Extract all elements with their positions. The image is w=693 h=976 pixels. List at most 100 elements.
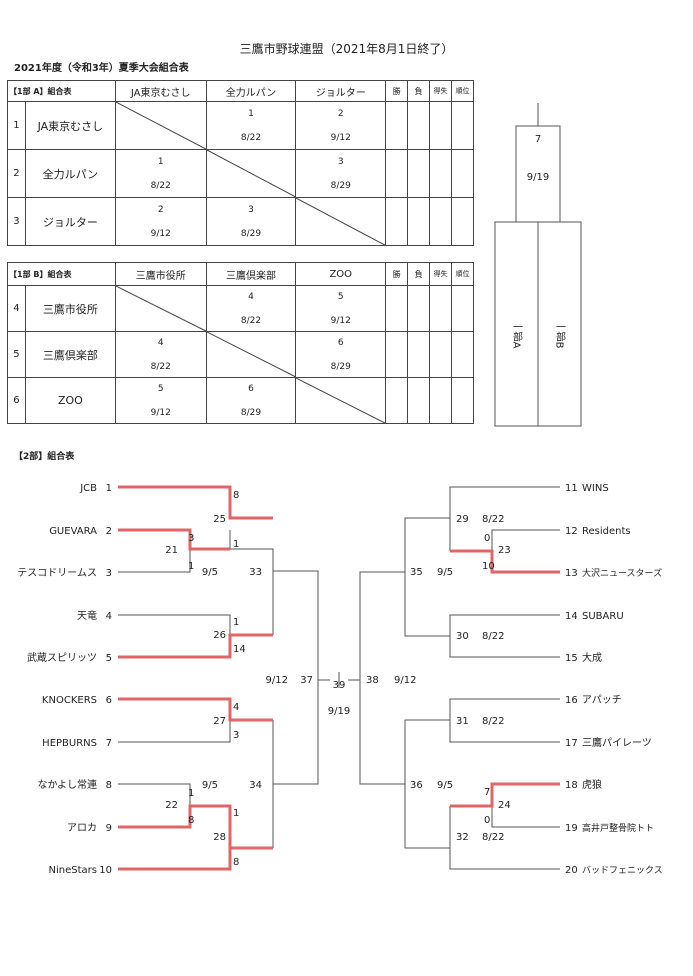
match-number: 3 [337, 156, 344, 167]
match-number: 37 [300, 675, 313, 686]
match-number: 2 [157, 204, 164, 215]
league-b-table: 【1部 B】組合表 三鷹市役所 三鷹倶楽部 ZOO 勝 負 得失 順位 4 三鷹… [7, 262, 474, 424]
team-name: 虎狼 [582, 778, 602, 791]
score: 1 [188, 561, 194, 572]
team-number: 8 [106, 780, 112, 791]
match-number: 1 [157, 156, 164, 167]
match-number: 6 [337, 337, 344, 348]
match-date: 9/19 [328, 706, 350, 717]
match-number: 24 [498, 800, 511, 811]
score: 0 [484, 815, 490, 826]
diagonal-cell [114, 285, 207, 332]
match-date: 9/12 [394, 675, 416, 686]
row-team-name: JA東京むさし [24, 101, 116, 150]
team-number: 10 [99, 865, 112, 876]
team-number: 13 [565, 568, 578, 579]
final1-right-label: 一部B [554, 322, 566, 349]
score: 1 [233, 617, 239, 628]
match-number: 5 [157, 383, 164, 394]
match-number: 3 [248, 204, 254, 215]
div2-label: 【2部】組合表 [14, 452, 75, 462]
score: 7 [484, 787, 490, 798]
match-date: 8/22 [150, 361, 171, 372]
score: 1 [188, 788, 194, 799]
match-number: 25 [213, 514, 226, 525]
league-b-label: 【1部 B】組合表 [7, 262, 116, 286]
score: 8 [188, 815, 194, 826]
team-number: 16 [565, 695, 578, 706]
team-number: 14 [565, 611, 578, 622]
right-team-list: 11 WINS 12 Residents 13 大沢ニュースターズ 14 SUB… [565, 483, 663, 876]
match-date: 8/29 [240, 228, 262, 239]
team-name: HEPBURNS [42, 738, 97, 749]
team-number: 20 [565, 865, 578, 876]
right-match-labels: 29 8/22 0 23 10 35 9/5 30 8/22 38 9/12 3… [366, 514, 511, 843]
team-name: WINS [582, 483, 609, 494]
team-name: SUBARU [582, 611, 624, 622]
team-name: NineStars [49, 865, 97, 876]
div2-final-labels: 39 9/19 [328, 680, 350, 717]
match-number: 29 [456, 514, 469, 525]
match-number: 33 [249, 567, 262, 578]
team-name: Residents [582, 526, 631, 537]
team-name: 高井戸整骨院トト [582, 822, 654, 834]
match-date: 9/12 [330, 315, 351, 326]
row-team-name: 三鷹市役所 [24, 285, 116, 332]
match-number: 30 [456, 631, 469, 642]
match-number: 27 [213, 716, 226, 727]
match-number: 32 [456, 832, 469, 843]
score: 3 [233, 730, 239, 741]
final1-left-label: 一部A [511, 322, 523, 349]
div1-final: 7 9/19 一部A 一部B [494, 103, 582, 427]
match-date: 9/5 [202, 567, 218, 578]
score: 4 [233, 702, 239, 713]
left-bracket-lines [118, 530, 330, 848]
score: 8 [233, 490, 239, 501]
final1-date: 9/19 [527, 172, 549, 183]
match-number: 4 [248, 291, 254, 302]
team-name: 天竜 [77, 609, 97, 622]
match-number: 26 [213, 630, 226, 641]
row-team-name: ZOO [24, 377, 116, 424]
match-number: 22 [165, 800, 178, 811]
match-number: 31 [456, 716, 469, 727]
match-date: 8/22 [482, 832, 504, 843]
match-date: 8/22 [240, 315, 262, 326]
row-number: 3 [7, 197, 26, 246]
team-number: 15 [565, 653, 578, 664]
score: 3 [188, 533, 194, 544]
team-number: 19 [565, 823, 578, 834]
team-name: 三鷹パイレーツ [582, 736, 652, 749]
team-name: アパッチ [582, 694, 622, 706]
score: 14 [233, 644, 246, 655]
match-date: 9/12 [150, 407, 171, 418]
page-subtitle: 2021年度（令和3年）夏季大会組合表 [14, 63, 189, 74]
team-number: 7 [106, 738, 112, 749]
diagonal-cell [205, 149, 297, 198]
team-name: JCB [79, 483, 97, 494]
match-number: 4 [157, 337, 164, 348]
team-number: 5 [106, 653, 112, 664]
match-number: 23 [498, 545, 511, 556]
match-date: 9/5 [437, 567, 453, 578]
left-team-list: JCB 1 GUEVARA 2 テスコドリームス 3 天竜 4 武蔵スピリッツ … [17, 483, 112, 876]
row-team-name: ジョルター [24, 197, 116, 246]
team-number: 18 [565, 780, 578, 791]
team-name: GUEVARA [49, 526, 97, 537]
league-b-col-team-1: 三鷹市役所 [114, 262, 207, 286]
left-winner-lines [118, 485, 273, 871]
match-number: 35 [410, 567, 423, 578]
match-cell: 3 8/29 [205, 197, 297, 246]
match-date: 8/29 [330, 361, 351, 372]
team-name: テスコドリームス [17, 567, 97, 579]
rank-cell [451, 377, 474, 424]
rank-cell [450, 197, 475, 246]
team-name: 大沢ニュースターズ [582, 567, 662, 579]
